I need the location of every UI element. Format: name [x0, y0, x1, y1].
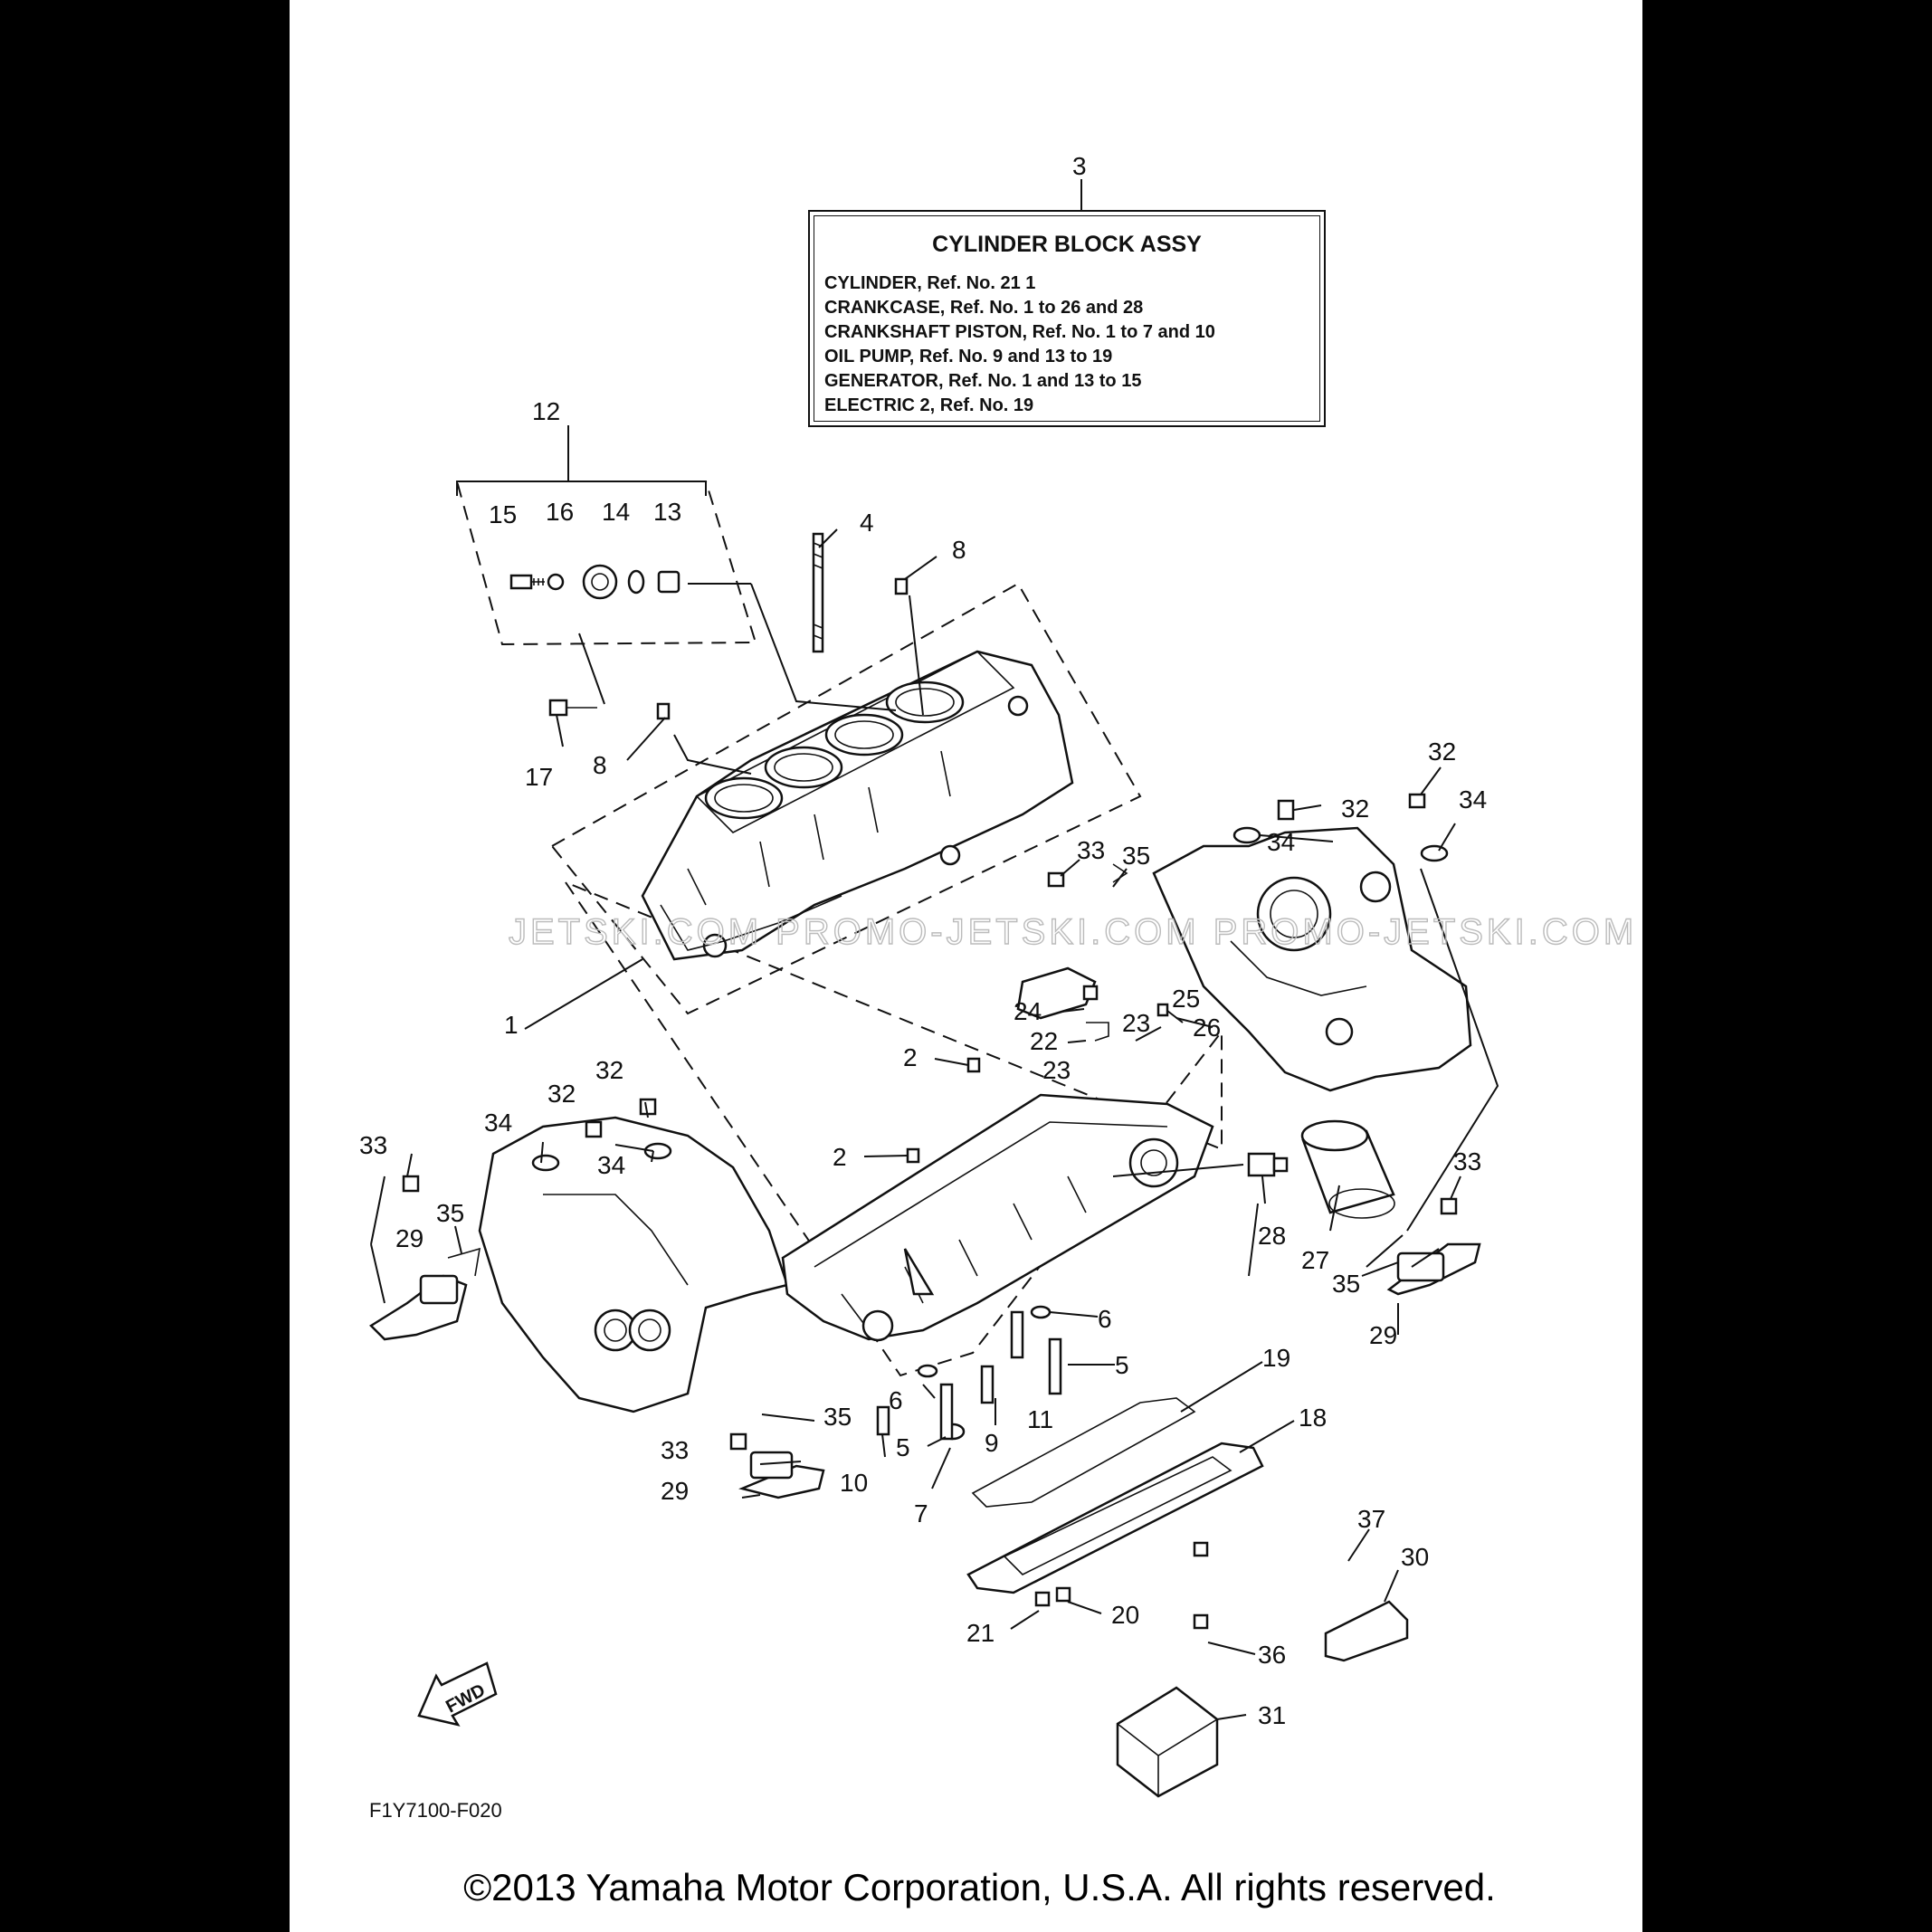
assembly-title: CYLINDER BLOCK ASSY [932, 232, 1202, 257]
group-12-parts [509, 564, 680, 600]
callout-29a: 29 [395, 1224, 424, 1252]
callout-33c: 33 [1453, 1147, 1481, 1175]
callout-16: 16 [546, 498, 574, 526]
copyright-notice: ©2013 Yamaha Motor Corporation, U.S.A. A… [463, 1866, 1496, 1908]
assembly-line: ELECTRIC 2, Ref. No. 19 [824, 395, 1034, 415]
assembly-legend-box: CYLINDER BLOCK ASSY CYLINDER, Ref. No. 2… [808, 210, 1326, 427]
callout-27: 27 [1301, 1246, 1329, 1274]
callout-32c: 32 [595, 1056, 623, 1084]
crankcase-cover-right [1152, 826, 1472, 1092]
callout-35c: 35 [1332, 1270, 1360, 1298]
callout-23a: 23 [1122, 1009, 1150, 1037]
oil-filter [1300, 1119, 1395, 1219]
callout-33b: 33 [359, 1131, 387, 1159]
callout-19: 19 [1262, 1344, 1290, 1372]
forward-arrow-icon: FWD [417, 1661, 498, 1727]
callouts: 3 12 15 16 14 13 4 8 17 8 1 32 34 32 34 … [359, 152, 1487, 1729]
callout-4: 4 [860, 509, 874, 537]
callout-1: 1 [504, 1011, 519, 1039]
callout-14: 14 [602, 498, 630, 526]
bolt-17 [548, 699, 597, 717]
bolts [402, 793, 1458, 1630]
oil-fitting [1247, 1152, 1289, 1177]
callout-17: 17 [525, 763, 553, 791]
callout-6a: 6 [1098, 1305, 1112, 1333]
callout-32a: 32 [1428, 738, 1456, 766]
callout-34c: 34 [484, 1109, 512, 1137]
callout-12: 12 [532, 397, 560, 425]
callout-20: 20 [1111, 1601, 1139, 1629]
stud-bolt [812, 532, 824, 653]
callout-37: 37 [1357, 1505, 1385, 1533]
assembly-line: CRANKSHAFT PISTON, Ref. No. 1 to 7 and 1… [824, 322, 1215, 342]
callout-34b: 34 [1267, 828, 1295, 856]
callout-32d: 32 [547, 1080, 576, 1108]
callout-22: 22 [1030, 1027, 1058, 1055]
callout-32b: 32 [1341, 795, 1369, 823]
callout-3: 3 [1072, 152, 1087, 180]
engine-mount [1016, 966, 1097, 1020]
callout-34d: 34 [597, 1151, 625, 1179]
callout-2b: 2 [833, 1143, 847, 1171]
callout-24: 24 [1014, 997, 1042, 1025]
callout-35b: 35 [436, 1199, 464, 1227]
callout-35a: 35 [1122, 842, 1150, 870]
callout-33d: 33 [661, 1436, 689, 1464]
callout-11: 11 [1027, 1405, 1053, 1433]
callout-25: 25 [1172, 985, 1200, 1013]
assembly-line: CRANKCASE, Ref. No. 1 to 26 and 28 [824, 298, 1144, 318]
callout-8b: 8 [593, 751, 607, 779]
oil-pan [966, 1442, 1264, 1594]
callout-9: 9 [985, 1429, 999, 1457]
assembly-legend-inner-border [814, 215, 1320, 422]
callout-26: 26 [1193, 1014, 1221, 1042]
cylinder-block [641, 650, 1074, 961]
crankcase-cover-left [478, 1116, 789, 1413]
group-12-bracket [455, 425, 757, 646]
callout-31: 31 [1258, 1701, 1286, 1729]
callout-34a: 34 [1459, 785, 1487, 814]
callout-5a: 5 [1115, 1351, 1129, 1379]
assembly-line: CYLINDER, Ref. No. 21 1 [824, 273, 1036, 293]
mount-31 [1116, 1686, 1219, 1798]
oil-pan-gasket [971, 1397, 1196, 1508]
engine-mount [738, 1451, 825, 1499]
callout-10: 10 [840, 1469, 868, 1497]
engine-mount [1386, 1242, 1481, 1296]
callout-8a: 8 [952, 536, 966, 564]
callout-28: 28 [1258, 1222, 1286, 1250]
assembly-line: GENERATOR, Ref. No. 1 and 13 to 15 [824, 371, 1142, 391]
callout-29b: 29 [1369, 1321, 1397, 1349]
callout-7: 7 [914, 1499, 928, 1528]
callout-2a: 2 [903, 1043, 918, 1071]
callout-15: 15 [489, 500, 517, 528]
callout-30: 30 [1401, 1543, 1429, 1571]
callout-5b: 5 [896, 1433, 910, 1461]
figure-code: F1Y7100-F020 [369, 1799, 502, 1822]
callout-6b: 6 [889, 1386, 903, 1414]
callout-21: 21 [966, 1619, 995, 1647]
cylinder-block-outline [550, 582, 1142, 1015]
callout-35d: 35 [823, 1403, 852, 1431]
watermark: JETSKI.COM PROMO-JETSKI.COM PROMO-JETSKI… [509, 912, 1637, 952]
callout-18: 18 [1299, 1404, 1327, 1432]
leader-lines [370, 528, 1499, 1720]
assembly-line: OIL PUMP, Ref. No. 9 and 13 to 19 [824, 347, 1113, 366]
callout-13: 13 [653, 498, 681, 526]
mount-30 [1324, 1600, 1409, 1662]
callout-36: 36 [1258, 1641, 1286, 1669]
lower-crankcase [781, 1093, 1214, 1342]
callout-23b: 23 [1042, 1056, 1071, 1084]
engine-mount [369, 1274, 468, 1341]
callout-33a: 33 [1077, 836, 1105, 864]
callout-29c: 29 [661, 1477, 689, 1505]
